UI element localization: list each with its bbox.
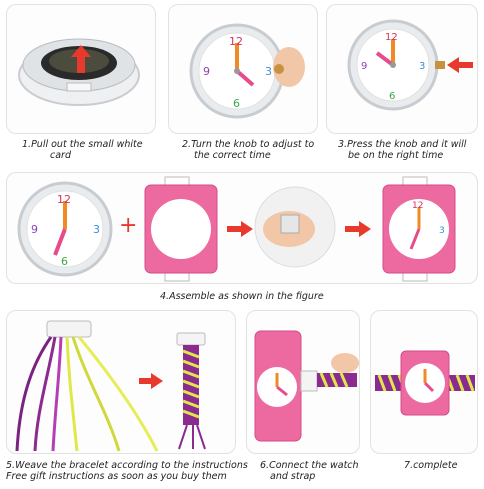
right-arrow-icon <box>139 373 163 389</box>
svg-text:9: 9 <box>31 223 38 236</box>
svg-text:3: 3 <box>93 223 100 236</box>
svg-text:6: 6 <box>61 255 68 268</box>
right-arrow-icon <box>345 221 371 237</box>
step-2-caption: 2.Turn the knob to adjust to the correct… <box>182 139 315 161</box>
step-7-caption: 7.complete <box>404 460 458 471</box>
svg-text:6: 6 <box>233 97 240 110</box>
step-6-panel <box>246 310 360 454</box>
svg-text:9: 9 <box>203 65 210 78</box>
svg-text:12: 12 <box>57 193 71 206</box>
left-arrow-icon <box>447 57 473 73</box>
plus-sign: + <box>119 213 138 238</box>
connect-strap-illustration <box>254 330 359 442</box>
svg-text:9: 9 <box>361 61 367 72</box>
up-arrow-icon <box>71 45 91 73</box>
svg-text:3: 3 <box>439 226 445 236</box>
svg-text:12: 12 <box>229 35 243 48</box>
svg-text:6: 6 <box>389 91 395 102</box>
watch-press-knob-illustration: 12 3 6 9 <box>347 19 445 111</box>
step-5-caption: 5.Weave the bracelet according to the in… <box>6 460 248 482</box>
step-1-caption: 1.Pull out the small white card <box>22 139 143 161</box>
step-4-caption: 4.Assemble as shown in the figure <box>160 291 324 302</box>
step-7-panel <box>370 310 478 454</box>
step-2-panel: 12 3 6 9 <box>168 4 318 134</box>
watch-face-knob-illustration: 12 3 6 9 <box>189 23 305 119</box>
step-4-panel: 12 3 6 9 12 3 + <box>6 172 478 284</box>
assembly-illustration: 12 3 6 9 12 3 <box>17 176 456 282</box>
svg-text:12: 12 <box>385 32 398 43</box>
step-3-panel: 12 3 6 9 <box>326 4 478 134</box>
complete-watch-illustration <box>375 350 475 416</box>
step-5-panel <box>6 310 236 454</box>
step-6-caption: 6.Connect the watch and strap <box>260 460 359 482</box>
svg-text:3: 3 <box>265 65 272 78</box>
svg-text:12: 12 <box>412 201 423 211</box>
weaving-illustration <box>15 320 206 452</box>
step-3-caption: 3.Press the knob and it will be on the r… <box>338 139 467 161</box>
svg-text:3: 3 <box>419 61 425 72</box>
right-arrow-icon <box>227 221 253 237</box>
step-1-panel <box>6 4 156 134</box>
